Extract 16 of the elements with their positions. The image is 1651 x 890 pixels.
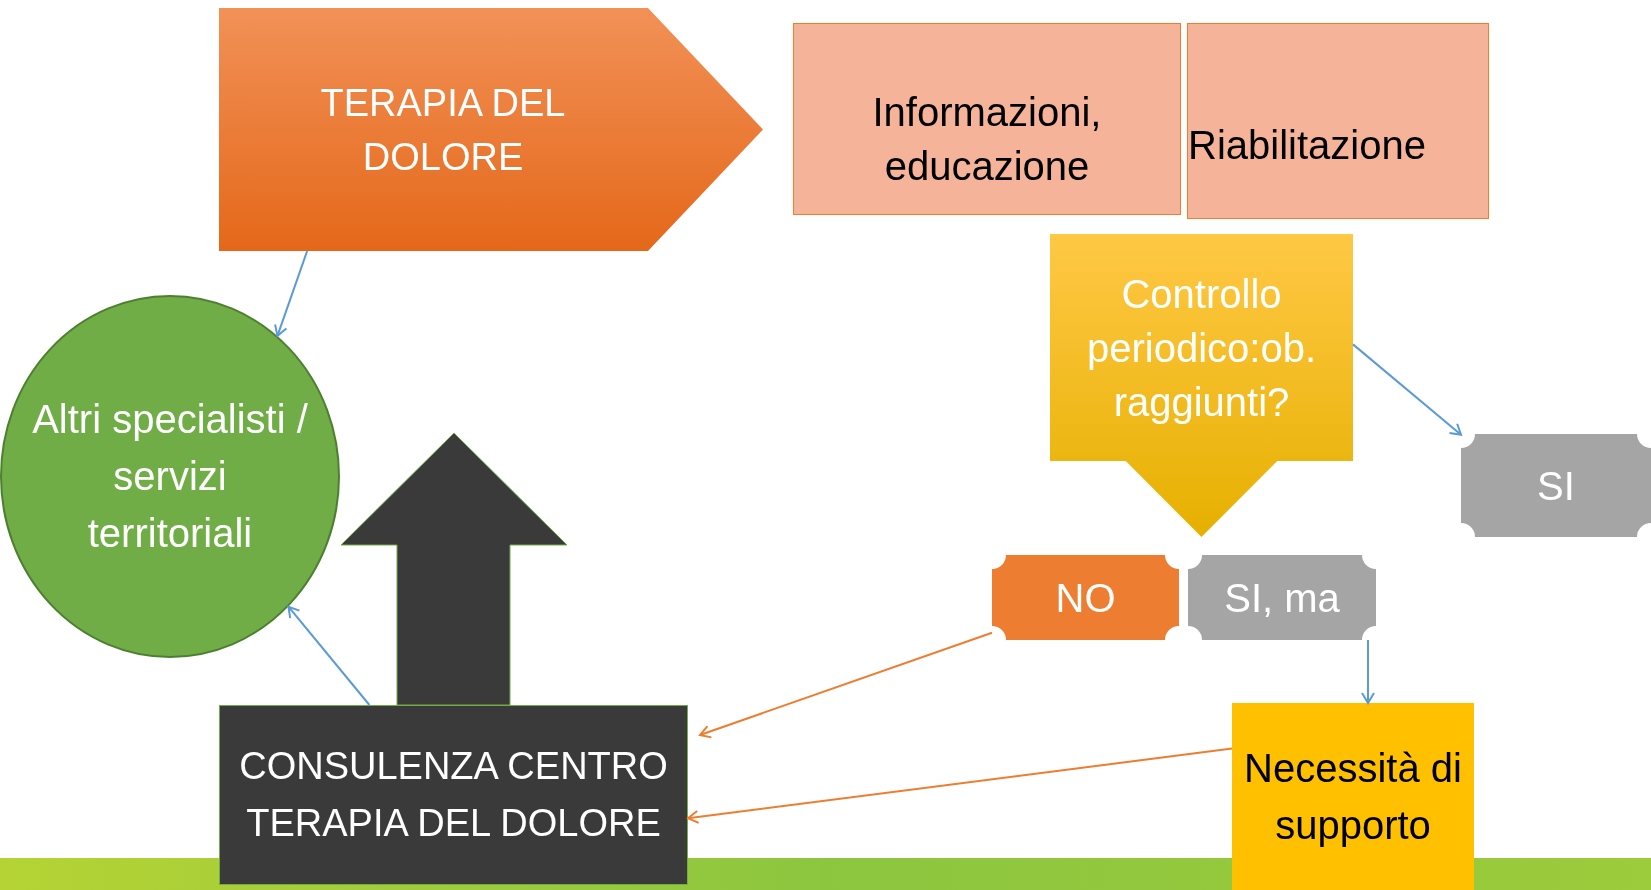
process-box: CONSULENZA CENTRO TERAPIA DEL DOLORE — [219, 705, 688, 885]
circle-node: Altri specialisti / servizi territoriali — [0, 295, 340, 658]
notched-box: SI, ma — [1188, 555, 1376, 640]
arrow — [687, 747, 1233, 824]
arrow — [287, 605, 371, 706]
notched-box: NO — [992, 555, 1179, 640]
process-box: Necessità di supporto — [1232, 703, 1474, 890]
arrow — [699, 631, 993, 739]
process-box: Riabilitazione — [1187, 23, 1489, 219]
notched-box: SI — [1461, 434, 1651, 537]
callout-box: Controllo periodico:ob. raggiunti? — [1050, 234, 1353, 537]
arrow — [1352, 343, 1462, 436]
pentagon-arrow-box: TERAPIA DEL DOLORE — [219, 8, 763, 251]
process-box: Informazioni, educazione — [793, 23, 1181, 215]
arrow — [1361, 639, 1375, 704]
arrow — [274, 250, 309, 337]
